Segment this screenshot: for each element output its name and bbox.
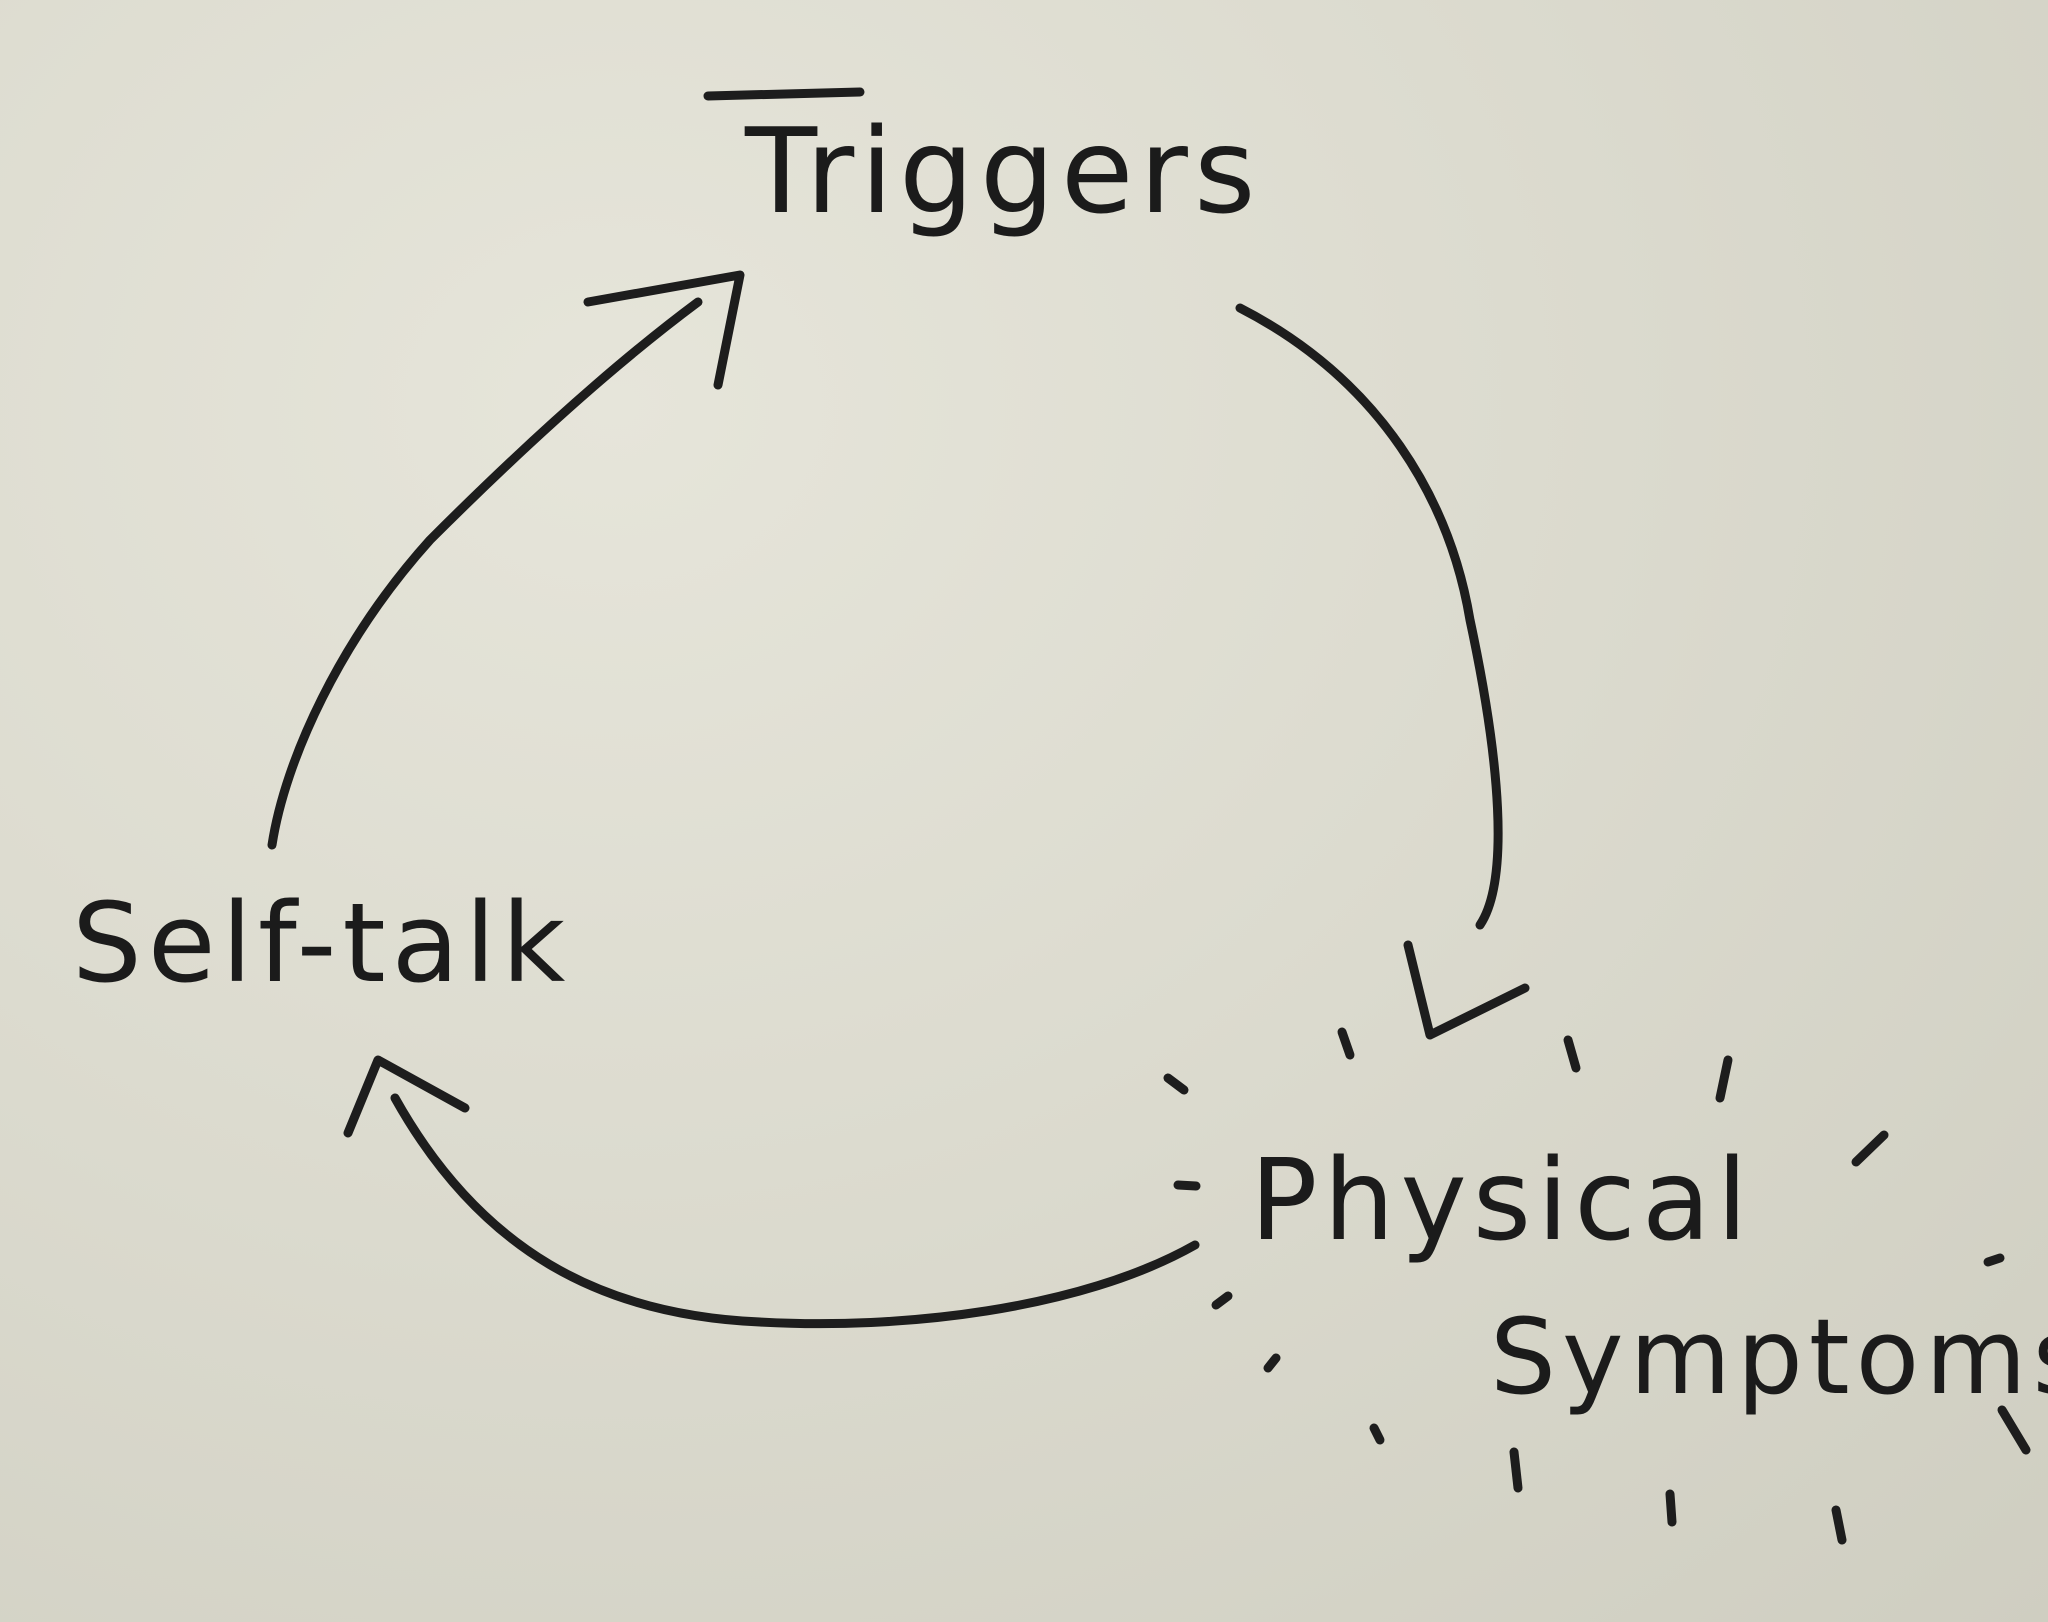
triggers-top-bar <box>703 87 865 101</box>
arrow-triggers-to-physical <box>1235 303 1503 930</box>
arrowhead-physical <box>1403 940 1530 1040</box>
node-physical: Physical <box>1250 1136 1754 1266</box>
arrow-self-talk-to-triggers <box>267 297 703 850</box>
node-symptoms: Symptoms <box>1490 1296 2048 1418</box>
arrowhead-triggers <box>583 270 745 390</box>
arrow-physical-to-self-talk <box>390 1093 1200 1329</box>
symptom-radiating-marks <box>1163 1027 2031 1545</box>
node-triggers: Triggers <box>745 102 1262 240</box>
arrowhead-self-talk <box>343 1055 470 1138</box>
node-self-talk: Self-talk <box>72 879 572 1007</box>
